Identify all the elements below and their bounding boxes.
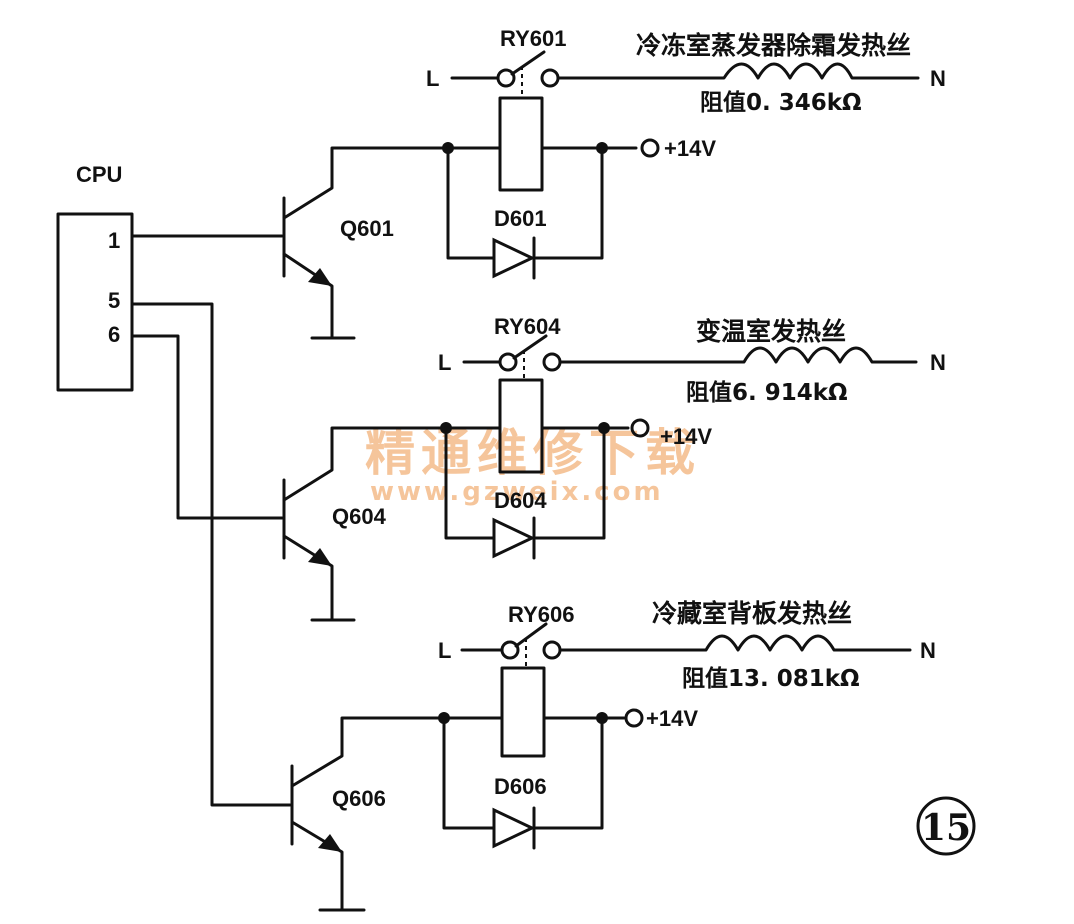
cpu-pin-6: 6 <box>108 322 120 347</box>
relay-label-ry606: RY606 <box>508 602 574 627</box>
resistance-label: 阻值0. 346kΩ <box>700 89 862 116</box>
heater-coil <box>558 346 918 364</box>
figure-number-text: 15 <box>921 807 971 849</box>
neutral-label: N <box>930 350 946 375</box>
neutral-label: N <box>930 66 946 91</box>
resistance-label: 阻值6. 914kΩ <box>686 379 848 406</box>
heater-label: 冷藏室背板发热丝 <box>652 599 852 628</box>
relay-label-ry604: RY604 <box>494 314 561 339</box>
supply-terminal <box>624 708 644 728</box>
cpu-block: CPU 1 5 6 <box>56 162 134 392</box>
line-label: L <box>438 350 451 375</box>
q606-collector <box>290 716 446 788</box>
wire-pin5-q606 <box>130 302 292 807</box>
supply-terminal <box>640 138 660 158</box>
diode-loop <box>446 146 604 260</box>
q601-emitter <box>282 252 334 340</box>
diode-d604 <box>492 517 536 559</box>
q601-emitter-arrow <box>308 268 332 286</box>
heater-label: 冷冻室蒸发器除霜发热丝 <box>636 31 911 60</box>
cpu-pin-5: 5 <box>108 288 120 313</box>
switch-blade <box>510 50 546 76</box>
wire-pin6-q604 <box>130 334 284 520</box>
supply-terminal <box>630 418 650 438</box>
transistor-label-q606: Q606 <box>332 786 386 811</box>
diode-d606 <box>492 807 536 849</box>
diode-label-d606: D606 <box>494 774 547 799</box>
resistance-label: 阻值13. 081kΩ <box>682 665 860 692</box>
transistor-label-q601: Q601 <box>340 216 394 241</box>
q606-emitter-arrow <box>318 834 342 852</box>
q604-emitter-arrow <box>308 548 332 566</box>
q604-emitter <box>282 534 334 622</box>
switch-contact <box>542 352 562 372</box>
heater-label: 变温室发热丝 <box>696 317 846 346</box>
supply-label: +14V <box>664 136 716 161</box>
relay-label-ry601: RY601 <box>500 26 566 51</box>
switch-blade <box>514 622 548 648</box>
line-label: L <box>438 638 451 663</box>
switch-contact <box>540 68 560 88</box>
figure-number: 15 <box>916 796 976 856</box>
stage-q606: Q606 +14V D606 L RY606 N 冷藏室背板发热丝 阻值13. … <box>290 599 936 912</box>
supply-label: +14V <box>660 424 712 449</box>
transistor-label-q604: Q604 <box>332 504 387 529</box>
stage-q604: Q604 +14V D604 L RY604 N 变温室发热丝 阻值6. 914… <box>282 314 946 622</box>
relay-coil-ry606 <box>500 666 546 758</box>
cpu-pin-1: 1 <box>108 228 120 253</box>
switch-contact <box>496 68 516 88</box>
heater-coil <box>558 634 912 652</box>
switch-contact <box>542 640 562 660</box>
diode-d601 <box>492 237 536 279</box>
q606-emitter <box>290 820 344 912</box>
line-label: L <box>426 66 439 91</box>
neutral-label: N <box>920 638 936 663</box>
cpu-box <box>56 212 134 392</box>
watermark-url: www.gzweix.com <box>370 477 664 507</box>
diode-loop <box>442 716 604 830</box>
figure-number-circle <box>916 796 976 856</box>
supply-label: +14V <box>646 706 698 731</box>
switch-contact <box>498 352 518 372</box>
heater-coil <box>556 62 920 80</box>
cpu-label: CPU <box>76 162 122 187</box>
diode-loop <box>444 426 606 540</box>
diode-label-d604: D604 <box>494 488 547 513</box>
q604-collector <box>282 426 448 502</box>
stage-q601: Q601 +14V D601 L RY601 N 冷冻室蒸发器除霜发热丝 阻值0… <box>282 26 946 340</box>
q601-collector <box>282 146 450 220</box>
relay-coil-ry601 <box>498 96 544 192</box>
switch-blade <box>512 334 548 360</box>
relay-coil-ry604 <box>498 378 544 474</box>
diode-label-d601: D601 <box>494 206 547 231</box>
switch-contact <box>500 640 520 660</box>
